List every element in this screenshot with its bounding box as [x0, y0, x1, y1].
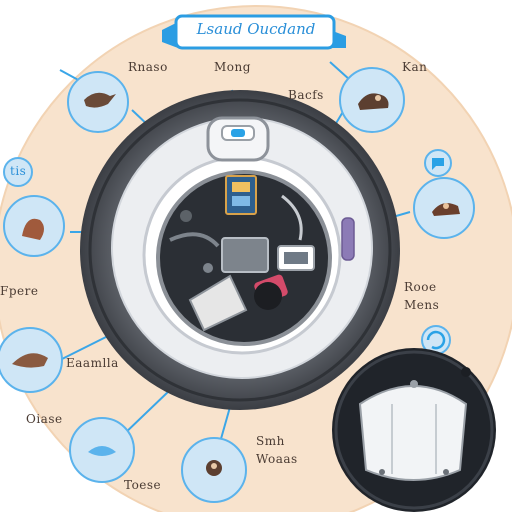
- bubble-left-small: [3, 157, 33, 187]
- robot-device: [80, 90, 400, 410]
- bottom-center-caption-1: Smh: [256, 434, 285, 448]
- bubble-ferret: [0, 327, 63, 393]
- bottom-center-caption-2: Woaas: [256, 452, 298, 466]
- left-mid-caption: Fpere: [0, 284, 39, 298]
- top-left-caption: Rnaso: [128, 60, 168, 74]
- right-top-caption: Kan: [402, 60, 428, 74]
- device-button-icon: [231, 129, 245, 137]
- app-card-icon: [225, 175, 257, 215]
- mouse-icon: [461, 367, 471, 377]
- right-mid-caption-1: Rooe: [404, 280, 437, 294]
- bubble-refresh: [421, 325, 451, 355]
- bottom-caption: Toese: [124, 478, 162, 492]
- bubble-cat: [413, 177, 475, 239]
- lower-left-caption: Eaamlla: [66, 356, 119, 370]
- refresh-icon: [426, 330, 446, 350]
- bubble-fish: [69, 417, 135, 483]
- side-slot: [341, 217, 355, 261]
- cat-icon: [432, 203, 460, 216]
- inset-device-view: [332, 348, 496, 512]
- ferret-icon: [12, 353, 48, 368]
- chat-icon: [432, 158, 444, 170]
- right-mid-caption-2: Mens: [404, 298, 440, 312]
- bottom-left-caption: Oiase: [26, 412, 63, 426]
- banner-title: Lsaud Oucdand: [196, 20, 316, 38]
- bird-icon: [84, 92, 116, 108]
- bubble-hamster: [181, 437, 247, 503]
- title-banner: [162, 14, 346, 50]
- bubble-bird: [67, 71, 129, 133]
- bubble-dog: [339, 67, 405, 133]
- squirrel-icon: [22, 218, 44, 240]
- bubble-chat: [424, 149, 452, 177]
- top-right-caption: Bacfs: [288, 88, 324, 102]
- top-center-caption: Mong: [214, 60, 251, 74]
- bubble-squirrel: [3, 195, 65, 257]
- left-icon-caption: tis: [10, 164, 27, 178]
- fish-icon: [88, 446, 116, 456]
